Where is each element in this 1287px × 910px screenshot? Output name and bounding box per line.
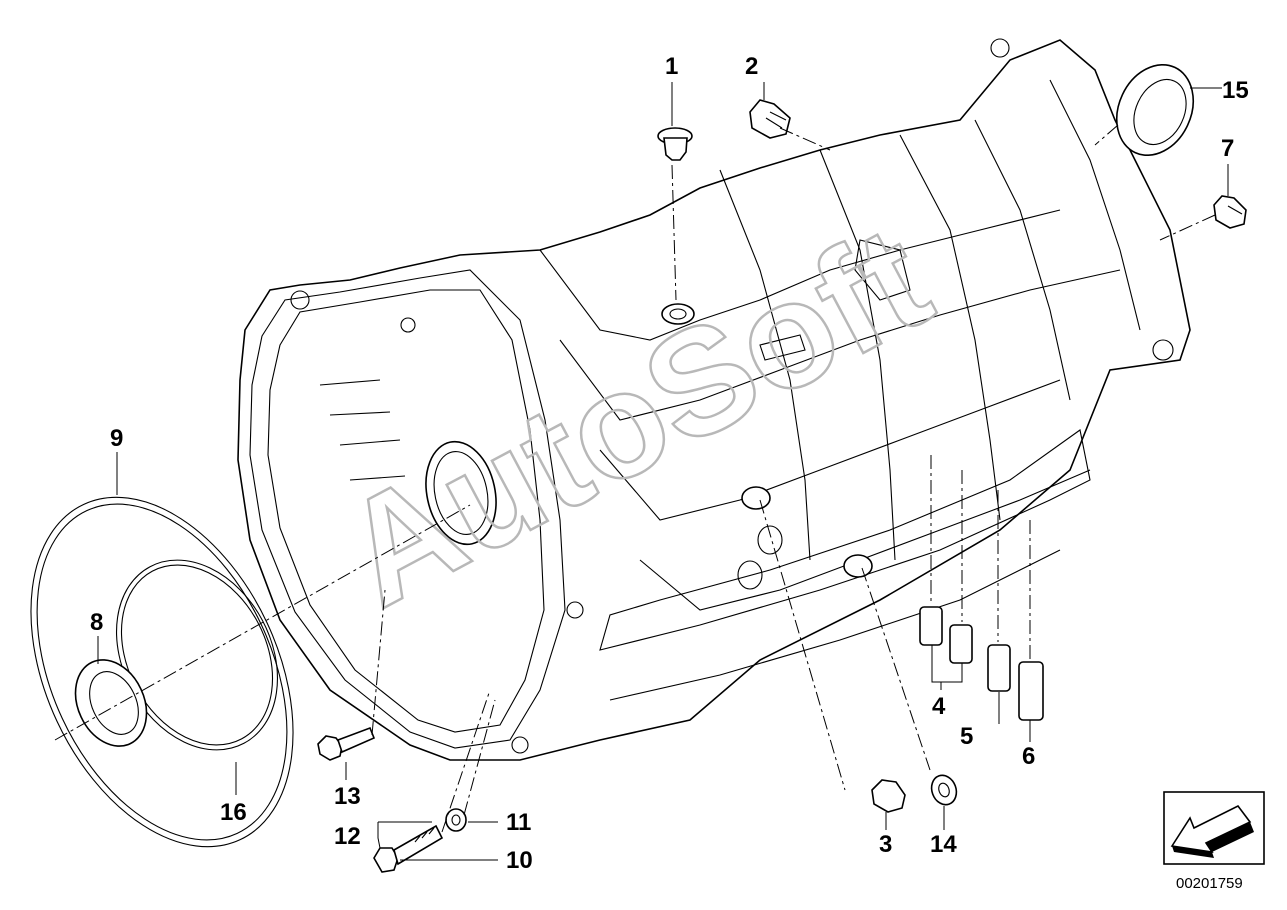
callout-1: 1 <box>665 53 678 80</box>
shaft-seal-8 <box>74 659 148 747</box>
callout-11: 11 <box>506 809 531 836</box>
sleeves-4-5-6 <box>919 606 1044 721</box>
bolt-13 <box>317 726 376 761</box>
gasket-ring-14 <box>930 774 958 806</box>
callout-labels: 1 2 3 4 5 6 7 8 9 10 11 12 13 14 15 16 <box>90 53 1249 874</box>
washer-11 <box>445 808 467 832</box>
screw-plug-7 <box>1213 195 1247 229</box>
callout-16: 16 <box>220 799 247 826</box>
reference-code: 00201759 <box>1176 875 1243 892</box>
transmission-housing <box>237 38 1191 761</box>
callout-12: 12 <box>334 823 361 850</box>
gasket-ring-9 <box>30 496 294 848</box>
bolt-10 <box>373 824 444 873</box>
callout-15: 15 <box>1222 77 1249 104</box>
callout-8: 8 <box>90 609 103 636</box>
center-lines <box>54 124 1216 833</box>
callout-5: 5 <box>960 723 973 750</box>
callout-3: 3 <box>879 831 892 858</box>
reference-arrow-box <box>1163 791 1265 865</box>
plug-1 <box>657 127 693 161</box>
callout-13: 13 <box>334 783 361 810</box>
callout-7: 7 <box>1221 135 1234 162</box>
callout-10: 10 <box>506 847 533 874</box>
leader-lines <box>97 82 1229 861</box>
screw-plug-2 <box>749 99 791 139</box>
callout-4: 4 <box>932 693 946 720</box>
screw-plug-3 <box>871 779 906 813</box>
callout-9: 9 <box>110 425 123 452</box>
callout-14: 14 <box>930 831 957 858</box>
callout-2: 2 <box>745 53 758 80</box>
shaft-seal-15 <box>1116 63 1194 157</box>
callout-6: 6 <box>1022 743 1035 770</box>
